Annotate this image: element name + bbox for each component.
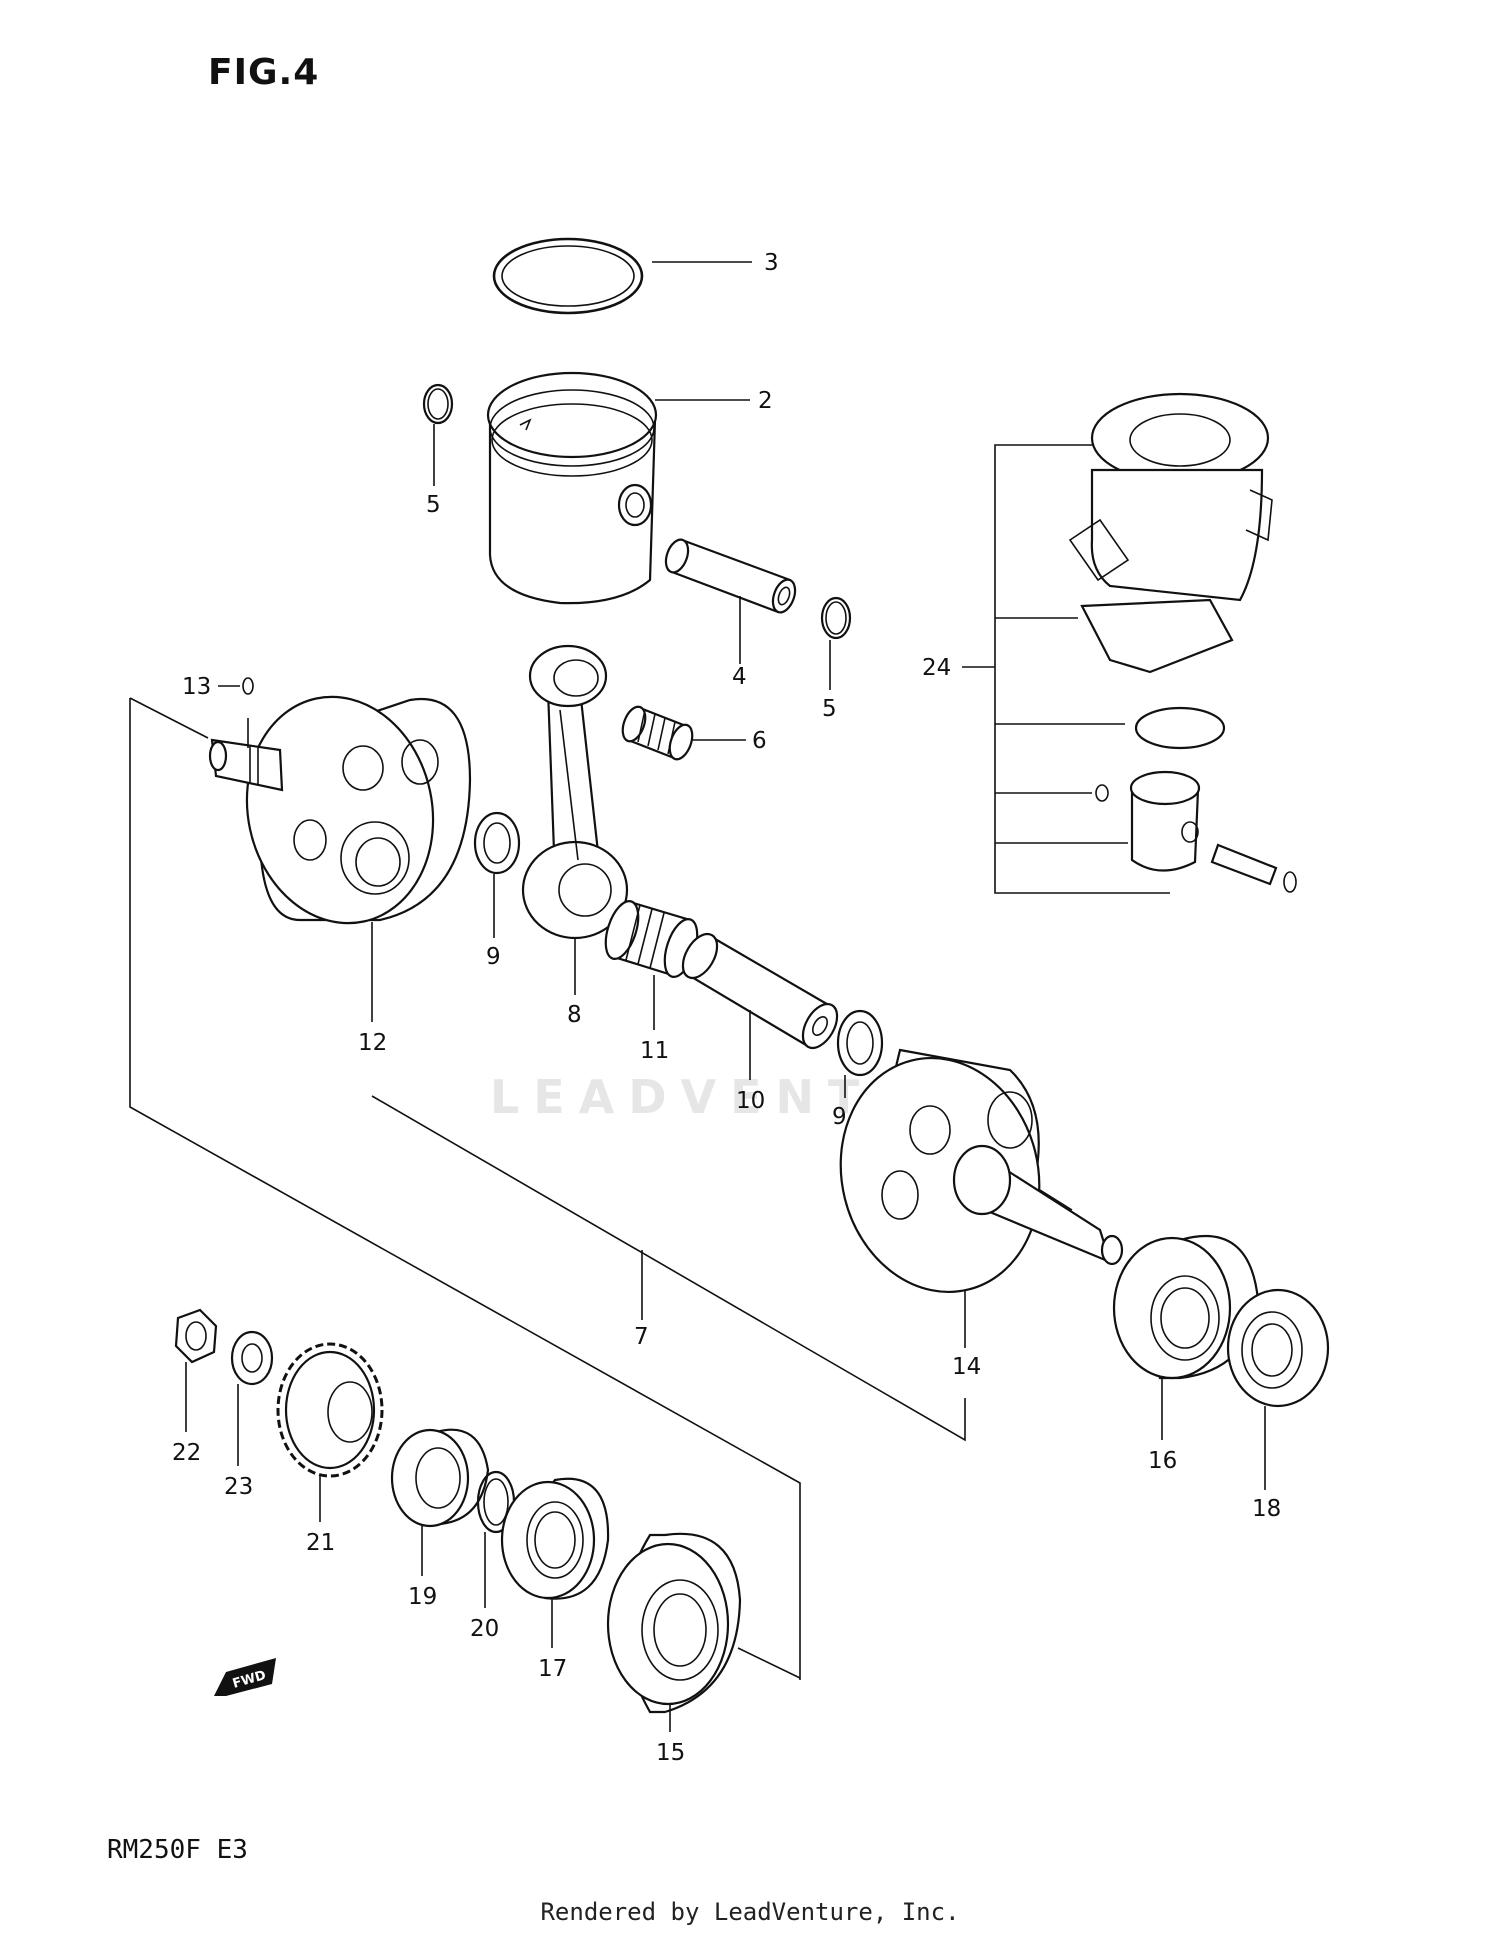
oil-seal-18[interactable] [1226, 1288, 1330, 1408]
forward-arrow-icon: FWD [214, 1658, 276, 1696]
piston-ring-3[interactable] [492, 237, 644, 315]
label-14: 14 [952, 1354, 981, 1380]
label-3: 3 [764, 250, 779, 276]
footer-credit: Rendered by LeadVenture, Inc. [540, 1898, 960, 1926]
model-code: RM250F E3 [107, 1835, 248, 1865]
piston-2[interactable] [486, 371, 658, 605]
circlip-5b[interactable] [820, 596, 852, 640]
crank-pin-10[interactable] [676, 928, 844, 1054]
label-7: 7 [634, 1324, 649, 1350]
needle-bearing-6[interactable] [618, 704, 696, 763]
seal-17[interactable] [500, 1477, 610, 1600]
figure-title: FIG.4 [208, 52, 320, 93]
crankshaft-assembly-bracket-7 [129, 697, 966, 1680]
label-17: 17 [538, 1656, 567, 1682]
label-5b: 5 [822, 696, 837, 722]
crank-half-right-14[interactable] [816, 1037, 1124, 1313]
label-9b: 9 [832, 1104, 847, 1130]
label-24: 24 [922, 655, 951, 681]
label-23: 23 [224, 1474, 253, 1500]
thrust-washer-9b[interactable] [836, 1009, 884, 1077]
big-end-bearing-11[interactable] [599, 897, 703, 981]
thrust-washer-9a[interactable] [473, 811, 521, 875]
label-12: 12 [358, 1030, 387, 1056]
label-20: 20 [470, 1616, 499, 1642]
gear-21[interactable] [276, 1342, 384, 1478]
crank-half-left-12[interactable] [208, 679, 472, 940]
label-9a: 9 [486, 944, 501, 970]
label-18: 18 [1252, 1496, 1281, 1522]
label-11: 11 [640, 1038, 669, 1064]
label-15: 15 [656, 1740, 685, 1766]
label-5a: 5 [426, 492, 441, 518]
label-6: 6 [752, 728, 767, 754]
label-16: 16 [1148, 1448, 1177, 1474]
piston-pin-4[interactable] [662, 537, 799, 616]
label-21: 21 [306, 1530, 335, 1556]
label-8: 8 [567, 1002, 582, 1028]
top-end-kit-24[interactable] [994, 392, 1297, 894]
washer-23[interactable] [230, 1330, 274, 1386]
bearing-15[interactable] [606, 1532, 742, 1714]
label-10: 10 [736, 1088, 765, 1114]
oil-seal-19[interactable] [390, 1428, 490, 1528]
label-19: 19 [408, 1584, 437, 1610]
label-4: 4 [732, 664, 747, 690]
label-22: 22 [172, 1440, 201, 1466]
connecting-rod-8[interactable] [521, 644, 629, 940]
label-13: 13 [182, 674, 211, 700]
nut-22[interactable] [174, 1308, 218, 1364]
label-2: 2 [758, 388, 773, 414]
circlip-5a[interactable] [422, 383, 454, 425]
